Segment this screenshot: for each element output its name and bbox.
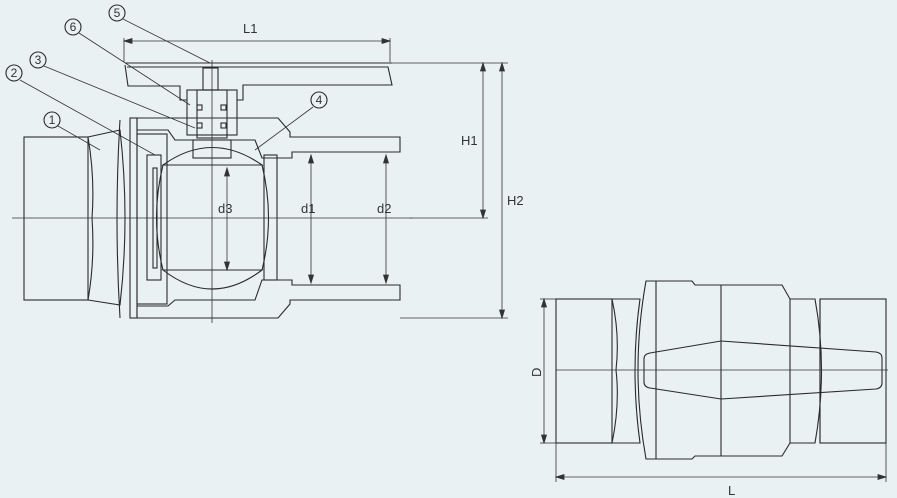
seat-carrier (136, 133, 168, 305)
callout-2: 2 (5, 64, 23, 82)
dim-d1: d1 (301, 201, 315, 216)
ball-top (161, 147, 264, 166)
ball-outline (156, 164, 269, 271)
dim-d2: d2 (377, 201, 391, 216)
union-nut-left (611, 298, 641, 444)
union-nut (87, 119, 126, 319)
body-bottom-section (136, 279, 401, 319)
dimension-lines (540, 297, 888, 482)
stem-top (202, 67, 219, 91)
ball-bottom (161, 269, 264, 290)
callout-6: 6 (64, 18, 82, 36)
section-view: L1 H1 H2 d3 d1 d2 1 2 3 4 5 6 (5, 4, 524, 323)
top-view: L D (529, 280, 888, 498)
seat-right (263, 154, 278, 281)
svg-text:1: 1 (49, 113, 56, 127)
callout-1: 1 (43, 111, 61, 129)
pipe-end-left (555, 298, 613, 444)
o-rings (196, 104, 227, 129)
pipe-end-left (23, 136, 89, 301)
dimension-lines (122, 37, 508, 320)
body-top-section (136, 117, 401, 159)
dim-d3: d3 (218, 201, 232, 216)
svg-text:5: 5 (114, 6, 121, 20)
body-flange-left (637, 280, 657, 460)
callout-5: 5 (108, 4, 126, 22)
valve-body (656, 280, 791, 460)
handle (643, 340, 883, 400)
dim-L1: L1 (243, 21, 257, 36)
svg-text:6: 6 (70, 20, 77, 34)
pipe-end-right (819, 298, 887, 444)
dim-H1: H1 (461, 133, 478, 148)
union-nut-right (790, 298, 823, 444)
seat-left (146, 154, 162, 281)
dim-L: L (728, 483, 735, 498)
svg-text:2: 2 (11, 66, 18, 80)
dim-D: D (529, 368, 544, 377)
svg-text:4: 4 (316, 93, 323, 107)
handle (124, 62, 393, 101)
callout-3: 3 (29, 51, 47, 69)
dim-H2: H2 (507, 193, 524, 208)
callout-leaders (19, 18, 314, 156)
callout-4: 4 (310, 91, 328, 109)
svg-text:3: 3 (35, 53, 42, 67)
